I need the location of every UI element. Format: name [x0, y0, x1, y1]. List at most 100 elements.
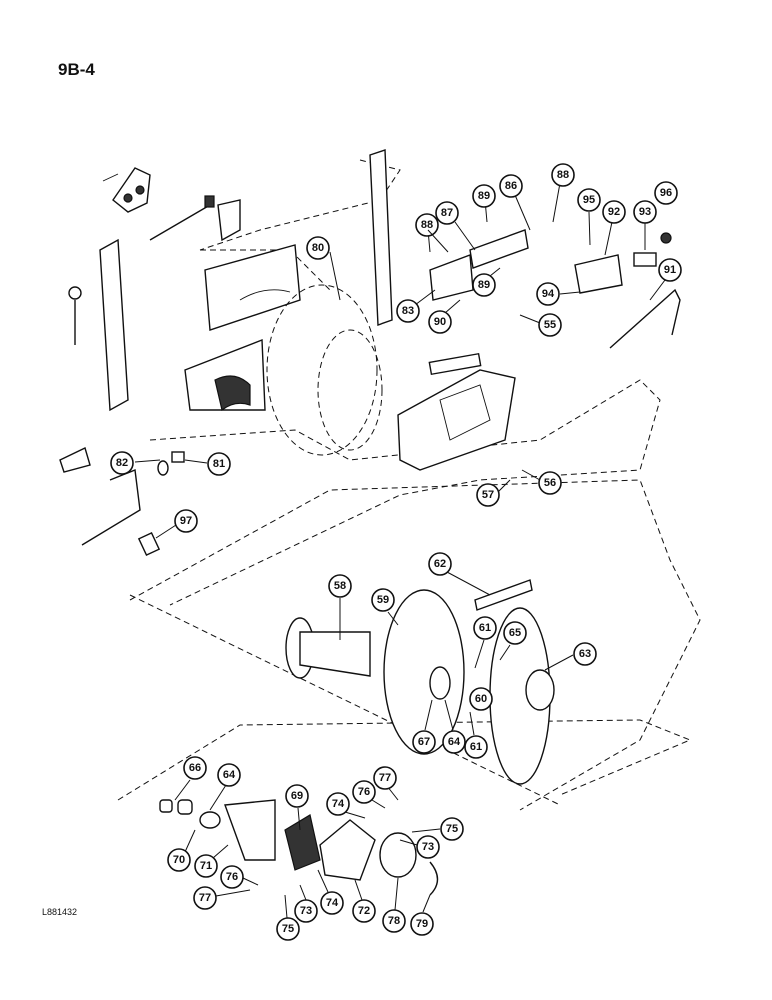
callout-96: 96: [654, 181, 678, 205]
svg-text:75: 75: [446, 823, 458, 835]
callout-77b: 77: [193, 886, 251, 910]
callout-59: 59: [371, 588, 399, 626]
svg-text:86: 86: [505, 180, 517, 192]
callout-70: 70: [167, 829, 196, 872]
svg-text:76: 76: [226, 871, 238, 883]
callout-57: 57: [476, 479, 511, 507]
callout-63: 63: [544, 642, 597, 671]
callout-79: 79: [410, 894, 434, 936]
svg-text:58: 58: [334, 580, 346, 592]
svg-text:74: 74: [326, 897, 339, 909]
callout-89: 89: [472, 184, 496, 223]
svg-text:73: 73: [300, 905, 312, 917]
callout-94: 94: [536, 282, 581, 306]
svg-text:72: 72: [358, 905, 370, 917]
svg-text:97: 97: [180, 515, 192, 527]
svg-text:83: 83: [402, 305, 414, 317]
callout-95: 95: [577, 188, 601, 246]
page-number: 9B-4: [58, 60, 95, 79]
callout-62: 62: [428, 552, 491, 596]
callout-74b: 74: [317, 869, 344, 915]
svg-text:61: 61: [479, 622, 491, 634]
callouts: 80 88 89 86 88 95 92 93 96 87 89 83 90 9…: [110, 163, 682, 941]
svg-text:91: 91: [664, 264, 676, 276]
callout-90: 90: [428, 299, 461, 334]
callout-93: 93: [633, 200, 657, 250]
callout-67: 67: [412, 699, 436, 754]
callout-74: 74: [326, 792, 366, 819]
svg-text:64: 64: [223, 769, 236, 781]
svg-text:75: 75: [282, 923, 294, 935]
svg-text:66: 66: [189, 762, 201, 774]
callout-83: 83: [396, 289, 436, 323]
svg-text:61: 61: [470, 741, 482, 753]
svg-text:95: 95: [583, 194, 595, 206]
callout-82: 82: [110, 451, 161, 475]
figure-code: L881432: [42, 907, 78, 917]
callout-55: 55: [519, 313, 562, 337]
svg-text:73: 73: [422, 841, 434, 853]
svg-text:96: 96: [660, 187, 672, 199]
svg-text:65: 65: [509, 627, 521, 639]
svg-text:90: 90: [434, 316, 446, 328]
callout-78: 78: [382, 877, 406, 933]
callout-88b: 88: [415, 213, 439, 253]
svg-text:77: 77: [379, 772, 391, 784]
callout-75b: 75: [276, 894, 300, 941]
svg-text:70: 70: [173, 854, 185, 866]
svg-text:82: 82: [116, 457, 128, 469]
svg-text:67: 67: [418, 736, 430, 748]
callout-73b: 73: [294, 884, 318, 923]
svg-text:77: 77: [199, 892, 211, 904]
svg-text:89: 89: [478, 190, 490, 202]
svg-text:76: 76: [358, 786, 370, 798]
callout-72: 72: [352, 879, 376, 923]
svg-text:71: 71: [200, 860, 212, 872]
callout-92: 92: [602, 200, 626, 256]
upper-assembly-parts: [59, 149, 681, 557]
callout-75: 75: [411, 817, 464, 841]
callout-65: 65: [499, 621, 527, 661]
callout-60: 60: [469, 687, 493, 711]
svg-text:57: 57: [482, 489, 494, 501]
lower-assembly-parts: [159, 799, 439, 896]
svg-text:87: 87: [441, 207, 453, 219]
callout-61b: 61: [464, 711, 488, 759]
callout-89b: 89: [472, 267, 501, 297]
svg-text:88: 88: [421, 219, 433, 231]
callout-71: 71: [194, 844, 229, 878]
callout-69: 69: [285, 784, 309, 831]
callout-64b: 64: [209, 763, 241, 811]
callout-76: 76: [352, 780, 386, 809]
callout-66: 66: [174, 756, 207, 801]
svg-text:59: 59: [377, 594, 389, 606]
svg-text:92: 92: [608, 206, 620, 218]
callout-97: 97: [155, 509, 198, 539]
callout-61: 61: [473, 616, 497, 669]
callout-88: 88: [551, 163, 575, 223]
callout-64: 64: [442, 699, 466, 754]
callout-76b: 76: [220, 865, 259, 889]
callout-87: 87: [435, 201, 476, 251]
svg-text:63: 63: [579, 648, 591, 660]
svg-text:94: 94: [542, 288, 555, 300]
callout-81: 81: [184, 452, 231, 476]
callout-58: 58: [328, 574, 352, 640]
svg-text:88: 88: [557, 169, 569, 181]
svg-text:60: 60: [475, 693, 487, 705]
middle-assembly-parts: [285, 579, 555, 785]
callout-91: 91: [649, 258, 682, 301]
callout-88c: [427, 229, 449, 253]
svg-text:89: 89: [478, 279, 490, 291]
callout-86: 86: [499, 174, 531, 231]
callout-80: 80: [306, 236, 341, 301]
callout-77: 77: [373, 766, 399, 801]
svg-text:74: 74: [332, 798, 345, 810]
svg-text:62: 62: [434, 558, 446, 570]
svg-text:64: 64: [448, 736, 461, 748]
callout-56: 56: [521, 469, 562, 495]
svg-text:79: 79: [416, 918, 428, 930]
svg-text:78: 78: [388, 915, 400, 927]
svg-text:55: 55: [544, 319, 556, 331]
